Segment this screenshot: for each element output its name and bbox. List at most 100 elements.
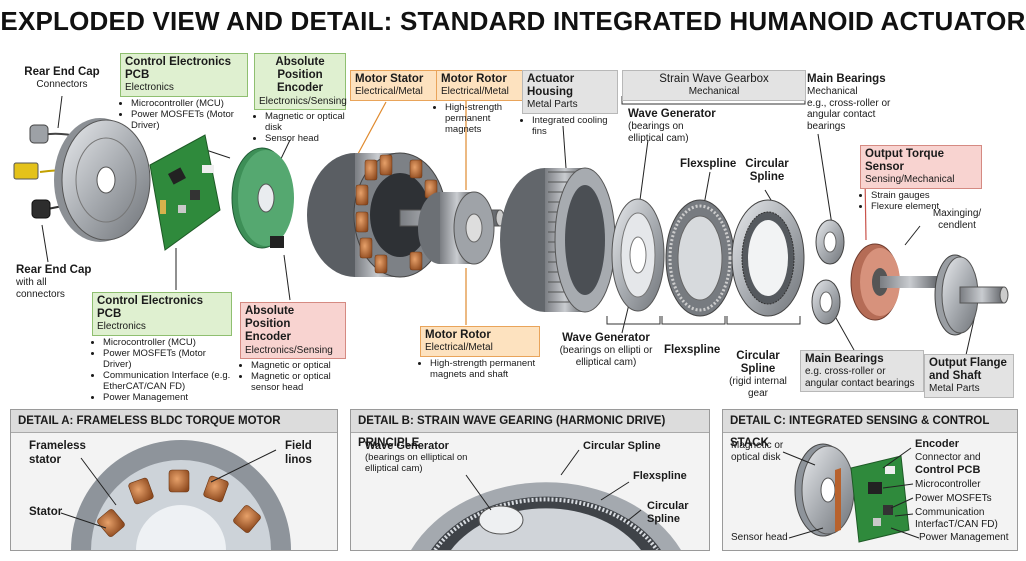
circular-spline bbox=[731, 199, 805, 317]
detail-c-header: DETAIL C: INTEGRATED SENSING & CONTROL S… bbox=[723, 410, 1017, 449]
circular-bottom-title2: Spline bbox=[740, 363, 776, 376]
detail-c-power: Power Management bbox=[919, 532, 1009, 543]
detail-a-motor-illustration bbox=[60, 440, 291, 550]
detail-b-circular2-1: Circular bbox=[647, 500, 689, 512]
wave-gen-top-sub: (bearings on elliptical cam) bbox=[628, 121, 689, 144]
main-bearings-bottom-title: Main Bearings bbox=[805, 353, 884, 365]
detail-b-header: DETAIL B: STRAIN WAVE GEARING (HARMONIC … bbox=[351, 410, 709, 449]
detail-a-stator-word: stator bbox=[29, 454, 61, 466]
detail-a-stator: Stator bbox=[29, 506, 63, 518]
rotor-top-sub: Electrical/Metal bbox=[441, 86, 509, 98]
output-flange-title2: and Shaft bbox=[929, 370, 982, 383]
wave-gen-top-title: Wave Generator bbox=[628, 108, 716, 120]
detail-c-connector: Connector and bbox=[915, 452, 981, 463]
detail-b-panel: DETAIL B: STRAIN WAVE GEARING (HARMONIC … bbox=[350, 409, 710, 551]
gearbox-title: Strain Wave Gearbox bbox=[659, 73, 769, 85]
flexspline-bottom-title: Flexspline bbox=[664, 344, 721, 356]
encoder-top-item: Magnetic or optical disk bbox=[265, 111, 346, 134]
circular-bottom-sub: (rigid internal gear bbox=[729, 376, 787, 399]
pcb-top-sub: Electronics bbox=[125, 82, 174, 94]
stator-sub: Electrical/Metal bbox=[355, 86, 423, 98]
encoder-disk bbox=[231, 147, 294, 249]
circular-bottom-title1: Circular bbox=[736, 350, 780, 362]
detail-c-encoder: Encoder bbox=[915, 438, 960, 450]
rotor-bottom-sub: Electrical/Metal bbox=[425, 342, 493, 354]
encoder-bottom-item: Magnetic or optical bbox=[251, 360, 346, 372]
wave-gen-bottom-sub: (bearings on ellipti or elliptical cam) bbox=[559, 345, 653, 368]
main-bearings-bottom-sub: e.g. cross-roller or angular contact bea… bbox=[805, 366, 915, 389]
label-flexspline-bottom: Flexspline bbox=[664, 344, 720, 357]
output-torque-sensor bbox=[850, 243, 940, 321]
housing-title: Actuator Housing bbox=[527, 73, 575, 99]
label-pcb-top: Control Electronics PCB Electronics Micr… bbox=[120, 53, 248, 132]
torque-sensor-title: Output Torque Sensor bbox=[865, 148, 944, 174]
main-bearings-top-sub: Mechanical bbox=[807, 86, 858, 98]
encoder-bottom-sub: Electronics/Sensing bbox=[245, 344, 333, 356]
pcb-bottom-title: Control Electronics PCB bbox=[97, 295, 204, 321]
label-motor-rotor-top: Motor Rotor Electrical/Metal High-streng… bbox=[436, 70, 526, 135]
detail-a-panel: DETAIL A: FRAMELESS BLDC TORQUE MOTOR Fr… bbox=[10, 409, 338, 551]
encoder-top-sub: Electronics/Sensing bbox=[259, 95, 347, 107]
label-output-torque-sensor: Output Torque Sensor Sensing/Mechanical … bbox=[860, 145, 982, 213]
page-title: EXPLODED VIEW AND DETAIL: STANDARD INTEG… bbox=[0, 6, 1026, 36]
encoder-bottom-title2: Encoder bbox=[245, 331, 292, 344]
detail-c-sensor-head: Sensor head bbox=[731, 532, 788, 543]
rotor-top-title: Motor Rotor bbox=[441, 73, 507, 85]
detail-b-circular2-2: Spline bbox=[647, 513, 681, 525]
label-actuator-housing: Actuator Housing Metal Parts Integrated … bbox=[522, 70, 618, 138]
detail-b-flexspline: Flexspline bbox=[633, 470, 687, 482]
housing-sub: Metal Parts bbox=[527, 99, 578, 111]
rear-cap-sub: Connectors bbox=[36, 79, 88, 91]
torque-sensor-sub: Sensing/Mechanical bbox=[865, 174, 955, 186]
pcb-bottom-item: Microcontroller (MCU) bbox=[103, 337, 232, 349]
stator-title: Motor Stator bbox=[355, 73, 424, 85]
control-pcb bbox=[149, 134, 221, 251]
encoder-bottom-title1: Absolute Position bbox=[245, 305, 295, 331]
detail-c-panel: DETAIL C: INTEGRATED SENSING & CONTROL S… bbox=[722, 409, 1018, 551]
rotor-bottom-item: High-strength permanent magnets and shaf… bbox=[430, 358, 540, 381]
flexspline bbox=[665, 199, 735, 317]
pcb-bottom-item: Power MOSFETs (Motor Driver) bbox=[103, 348, 232, 371]
detail-c-disk1: Magnetic or bbox=[731, 440, 784, 451]
encoder-top-title2: Position bbox=[277, 69, 323, 82]
detail-a-frameless: Frameless bbox=[29, 440, 86, 452]
actuator-housing bbox=[500, 167, 616, 313]
pcb-top-item: Power MOSFETs (Motor Driver) bbox=[131, 109, 248, 132]
flexspline-top-title: Flexspline bbox=[680, 158, 737, 170]
label-wave-generator-top: Wave Generator (bearings on elliptical c… bbox=[628, 108, 718, 144]
torque-sensor-item: Strain gauges bbox=[871, 190, 982, 202]
label-motor-rotor-bottom: Motor Rotor Electrical/Metal High-streng… bbox=[420, 326, 540, 381]
pcb-bottom-sub: Electronics bbox=[97, 321, 146, 333]
encoder-top-item: Sensor head bbox=[265, 133, 346, 145]
label-flexspline-top: Flexspline bbox=[680, 158, 736, 171]
detail-b-wave-gen-sub: (bearings on elliptical on elliptical ca… bbox=[365, 452, 468, 474]
detail-c-comm1: Communication bbox=[915, 507, 985, 518]
housing-item: Integrated cooling fins bbox=[532, 115, 618, 138]
gearbox-sub: Mechanical bbox=[688, 86, 740, 98]
output-flange bbox=[934, 254, 1009, 336]
detail-b-harmonic-drive-illustration bbox=[411, 449, 681, 550]
rear-cap-bottom-sub2: connectors bbox=[16, 288, 65, 300]
main-bearings-top-extra: e.g., cross-roller or angular contact be… bbox=[807, 97, 891, 132]
label-output-flange: Output Flange and Shaft Metal Parts bbox=[924, 354, 1014, 398]
label-main-bearings-top: Main Bearings Mechanical e.g., cross-rol… bbox=[807, 73, 911, 132]
detail-c-stack-illustration bbox=[782, 443, 920, 543]
output-flange-sub: Metal Parts bbox=[929, 383, 980, 395]
label-circular-spline-bottom: Circular Spline (rigid internal gear bbox=[728, 350, 788, 399]
detail-a-field2: linos bbox=[285, 454, 312, 466]
label-pcb-bottom: Control Electronics PCB Electronics Micr… bbox=[92, 292, 232, 403]
maxinging-line1: Maxinging/ bbox=[932, 208, 982, 219]
rear-cap-title: Rear End Cap bbox=[24, 66, 100, 78]
label-rear-end-cap-bottom: Rear End Cap with all connectors bbox=[16, 264, 106, 300]
label-circular-spline-top: Circular Spline bbox=[742, 158, 792, 184]
encoder-top-title1: Absolute bbox=[275, 56, 325, 68]
torque-sensor-item: Flexure element bbox=[871, 201, 982, 213]
maxinging-line2: cendlent bbox=[938, 219, 976, 231]
pcb-bottom-item: Power Management bbox=[103, 392, 232, 404]
detail-c-mcu: Microcontroller bbox=[915, 479, 981, 490]
label-encoder-top: Absolute Position Encoder Electronics/Se… bbox=[254, 53, 347, 145]
circular-top-title1: Circular bbox=[745, 158, 789, 170]
encoder-bottom-item: Magnetic or optical sensor head bbox=[251, 371, 346, 394]
detail-c-comm2: InterfacT/CAN FD) bbox=[915, 519, 998, 530]
